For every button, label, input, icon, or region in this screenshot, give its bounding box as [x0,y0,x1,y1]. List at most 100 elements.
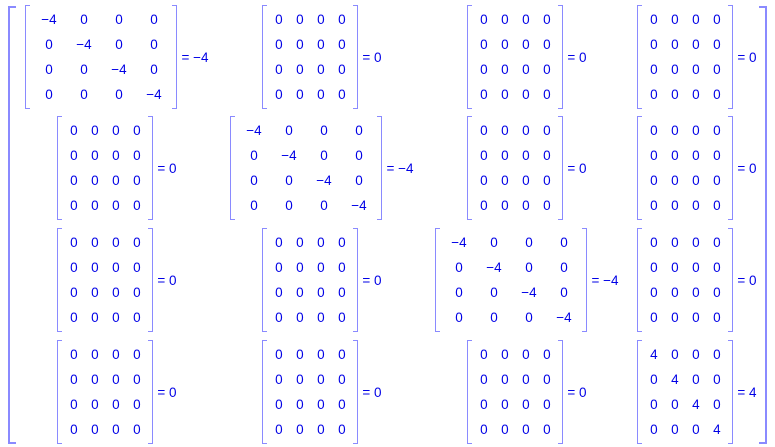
matrix-entry: 0 [133,148,141,163]
matrix-entry: 0 [692,173,700,188]
matrix-entry: 4 [650,347,658,362]
matrix-entry: 0 [320,123,328,138]
outer-right-bracket [759,6,767,444]
matrix-entry: 0 [338,347,346,362]
matrix-entry: 0 [650,310,658,325]
equation-value: = 0 [157,272,177,288]
matrix-entry: 0 [150,62,158,77]
matrix-entry: 0 [296,422,304,437]
matrix-entry: 0 [133,123,141,138]
matrix-entry: 0 [490,235,498,250]
matrix-entry: 0 [692,347,700,362]
equation-value: = −4 [591,272,619,288]
matrix-entry: 0 [70,285,78,300]
matrix-entry: 0 [543,372,551,387]
matrix-entry: 0 [296,12,304,27]
matrix-entry: 0 [671,397,679,412]
matrix-entry: 0 [543,397,551,412]
matrix-entry: 0 [317,37,325,52]
matrix-entry: 0 [522,173,530,188]
matrix-entry: 0 [522,372,530,387]
matrix-entry: 0 [133,173,141,188]
equation-value: = 0 [567,49,587,65]
matrix-entry: 0 [133,260,141,275]
matrix-entry: −4 [556,310,572,325]
matrix-entry: 0 [480,173,488,188]
matrix-entry: 0 [285,173,293,188]
matrix-entry: 0 [480,37,488,52]
matrix-entry: 0 [480,87,488,102]
matrix-entry: −4 [486,260,502,275]
matrix-entry: 0 [560,260,568,275]
matrix-entry: 0 [91,285,99,300]
matrix-entry: 0 [45,62,53,77]
matrix-entry: 4 [713,422,721,437]
matrix-entry: 0 [671,173,679,188]
matrix-entry: 0 [713,397,721,412]
matrix-entry: 0 [285,123,293,138]
matrix-entry: 0 [91,173,99,188]
matrix-entry: 0 [522,87,530,102]
matrix-entry: 0 [692,260,700,275]
matrix-entry: 0 [692,285,700,300]
matrix-entry: 0 [296,310,304,325]
matrix-entry: 0 [522,397,530,412]
matrix-entry: 0 [692,12,700,27]
matrix-entry: 0 [275,285,283,300]
matrix-entry: 0 [317,235,325,250]
matrix-entry: 0 [650,87,658,102]
matrix-entry: 0 [522,123,530,138]
matrix-entry: 0 [133,372,141,387]
matrix-entry: 0 [338,397,346,412]
matrix-entry: 0 [480,372,488,387]
matrix-entry: 0 [522,37,530,52]
matrix-entry: 0 [501,198,509,213]
matrix-entry: 4 [692,397,700,412]
matrix-entry: 0 [317,372,325,387]
matrix-entry: 0 [70,310,78,325]
matrix-entry: 0 [522,198,530,213]
matrix-entry: 0 [501,37,509,52]
equation-value: = 0 [362,384,382,400]
matrix-entry: 0 [480,198,488,213]
matrix-entry: 0 [480,422,488,437]
matrix-entry: 0 [692,235,700,250]
matrix-entry: 0 [692,148,700,163]
equation-value: = 4 [737,384,757,400]
matrix-entry: 0 [45,37,53,52]
matrix-entry: 0 [522,347,530,362]
matrix-entry: 0 [275,347,283,362]
matrix-entry: 0 [713,347,721,362]
matrix-entry: 0 [480,148,488,163]
matrix-entry: 0 [250,198,258,213]
matrix-entry: 0 [91,347,99,362]
matrix-entry: 0 [650,62,658,77]
matrix-entry: 0 [91,148,99,163]
matrix-entry: 0 [296,285,304,300]
matrix-entry: 0 [296,347,304,362]
matrix-entry: 0 [115,87,123,102]
matrix-entry: 0 [713,87,721,102]
matrix-entry: 0 [296,397,304,412]
matrix-entry: 0 [355,123,363,138]
matrix-entry: 0 [275,62,283,77]
matrix-entry: 0 [490,310,498,325]
matrix-entry: 0 [320,148,328,163]
equation-value: = 0 [737,160,757,176]
matrix-entry: 0 [91,310,99,325]
matrix-entry: 0 [355,173,363,188]
matrix-entry: 0 [70,397,78,412]
